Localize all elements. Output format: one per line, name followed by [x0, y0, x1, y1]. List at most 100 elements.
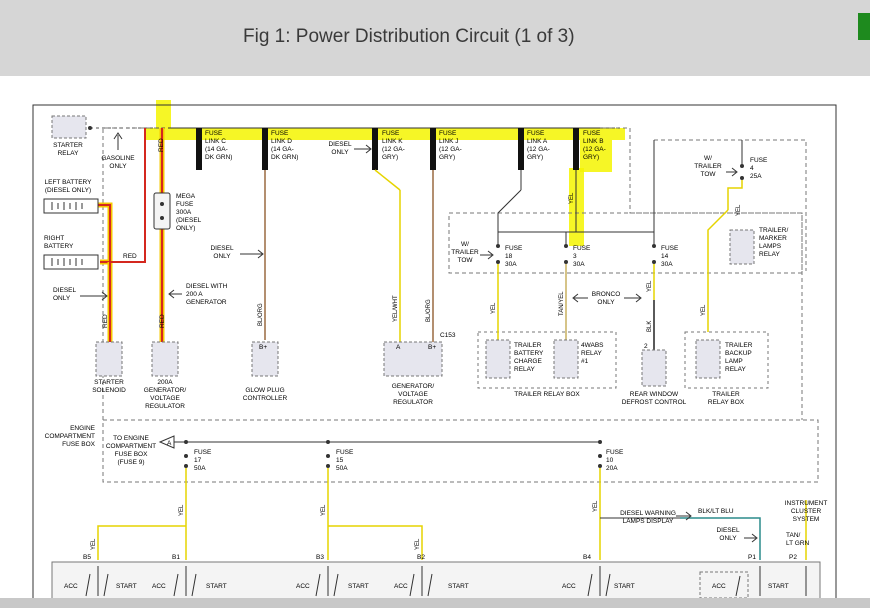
svg-text:START: START [614, 583, 635, 590]
wire-label-yel-b5: YEL [91, 538, 97, 550]
highlight-marks [145, 100, 625, 246]
wire-label-tan-yel: TAN/YEL [559, 291, 565, 316]
bottom-scroll-bar[interactable] [0, 598, 870, 608]
fuse-links [196, 128, 579, 170]
glow-plug-bplus: B+ [259, 344, 267, 351]
svg-text:ACC: ACC [296, 583, 310, 590]
dashed-trailer-box-1 [477, 331, 617, 389]
svg-text:START: START [448, 583, 469, 590]
wire-label-yel-b2: YEL [415, 538, 421, 550]
page-header: Fig 1: Power Distribution Circuit (1 of … [0, 0, 870, 76]
gen-pin-bplus: B+ [428, 344, 436, 351]
trailer-marker-lamps-relay [729, 229, 755, 265]
pin-2-label: 2 [644, 343, 648, 350]
svg-text:START: START [206, 583, 227, 590]
wire-label-red-3: RED [102, 314, 109, 328]
right-battery [43, 254, 99, 270]
blk-lt-blu-label: BLK/LT BLU [698, 508, 734, 515]
marker-a-label: A [167, 440, 172, 447]
yellow-ignition-wires [97, 468, 807, 560]
svg-text:ACC: ACC [562, 583, 576, 590]
starter-relay [51, 115, 87, 139]
red-wires [98, 128, 165, 345]
generator-200a [151, 341, 179, 377]
wire-label-red-1: RED [123, 253, 137, 260]
conn-p1: P1 [748, 554, 756, 561]
dashed-region-engine [102, 127, 803, 420]
c153-label: C153 [440, 332, 456, 339]
svg-text:START: START [116, 583, 137, 590]
conn-b4: B4 [583, 554, 591, 561]
wire-label-bl-org-1: BL/ORG [258, 303, 264, 326]
wire-label-yel-f4: YEL [736, 204, 742, 216]
dashed-trailer-box-2 [684, 331, 769, 389]
dashed-region-main [102, 419, 819, 483]
trailer-relay-box-1-label: TRAILER RELAY BOX [514, 391, 580, 398]
svg-text:START: START [768, 583, 789, 590]
generator-voltage-regulator [383, 341, 443, 377]
wire-label-yel-wht: YEL/WHT [393, 295, 399, 322]
left-battery [43, 198, 99, 214]
dashed-relay-region [654, 139, 807, 271]
wire-label-yel-18: YEL [491, 302, 497, 314]
wire-label-bl-org-2: BL/ORG [426, 299, 432, 322]
mega-fuse [153, 192, 171, 230]
conn-b3: B3 [316, 554, 324, 561]
wire-label-yel-14: YEL [647, 280, 653, 292]
svg-text:ACC: ACC [712, 583, 726, 590]
svg-text:START: START [348, 583, 369, 590]
tan-lt-grn-label: TAN/LT GRN [786, 532, 810, 547]
wire-label-yel-backup: YEL [701, 304, 707, 316]
wire-label-yel-15: YEL [321, 504, 327, 516]
wire-label-yel-17: YEL [179, 504, 185, 516]
starter-solenoid [95, 341, 123, 377]
conn-b5: B5 [83, 554, 91, 561]
glow-plug-controller [251, 341, 279, 377]
side-tab-button[interactable] [858, 13, 870, 40]
wire-label-blk: BLK [647, 321, 653, 332]
trailer-battery-charge-relay [485, 339, 511, 379]
conn-p2: P2 [789, 554, 797, 561]
wire-label-red-2: RED [158, 138, 165, 152]
svg-text:ACC: ACC [64, 583, 78, 590]
conn-b2: B2 [417, 554, 425, 561]
left-battery-label: LEFT BATTERY(DIESEL ONLY) [45, 179, 93, 194]
conn-b1: B1 [172, 554, 180, 561]
fourwabs-relay [553, 339, 579, 379]
svg-text:ACC: ACC [152, 583, 166, 590]
gen-pin-a: A [396, 344, 401, 351]
ignition-switch-row: ACC START ACC START ACC START ACC START ACC S… [64, 583, 789, 590]
wire-label-yel-b: YEL [569, 192, 575, 204]
